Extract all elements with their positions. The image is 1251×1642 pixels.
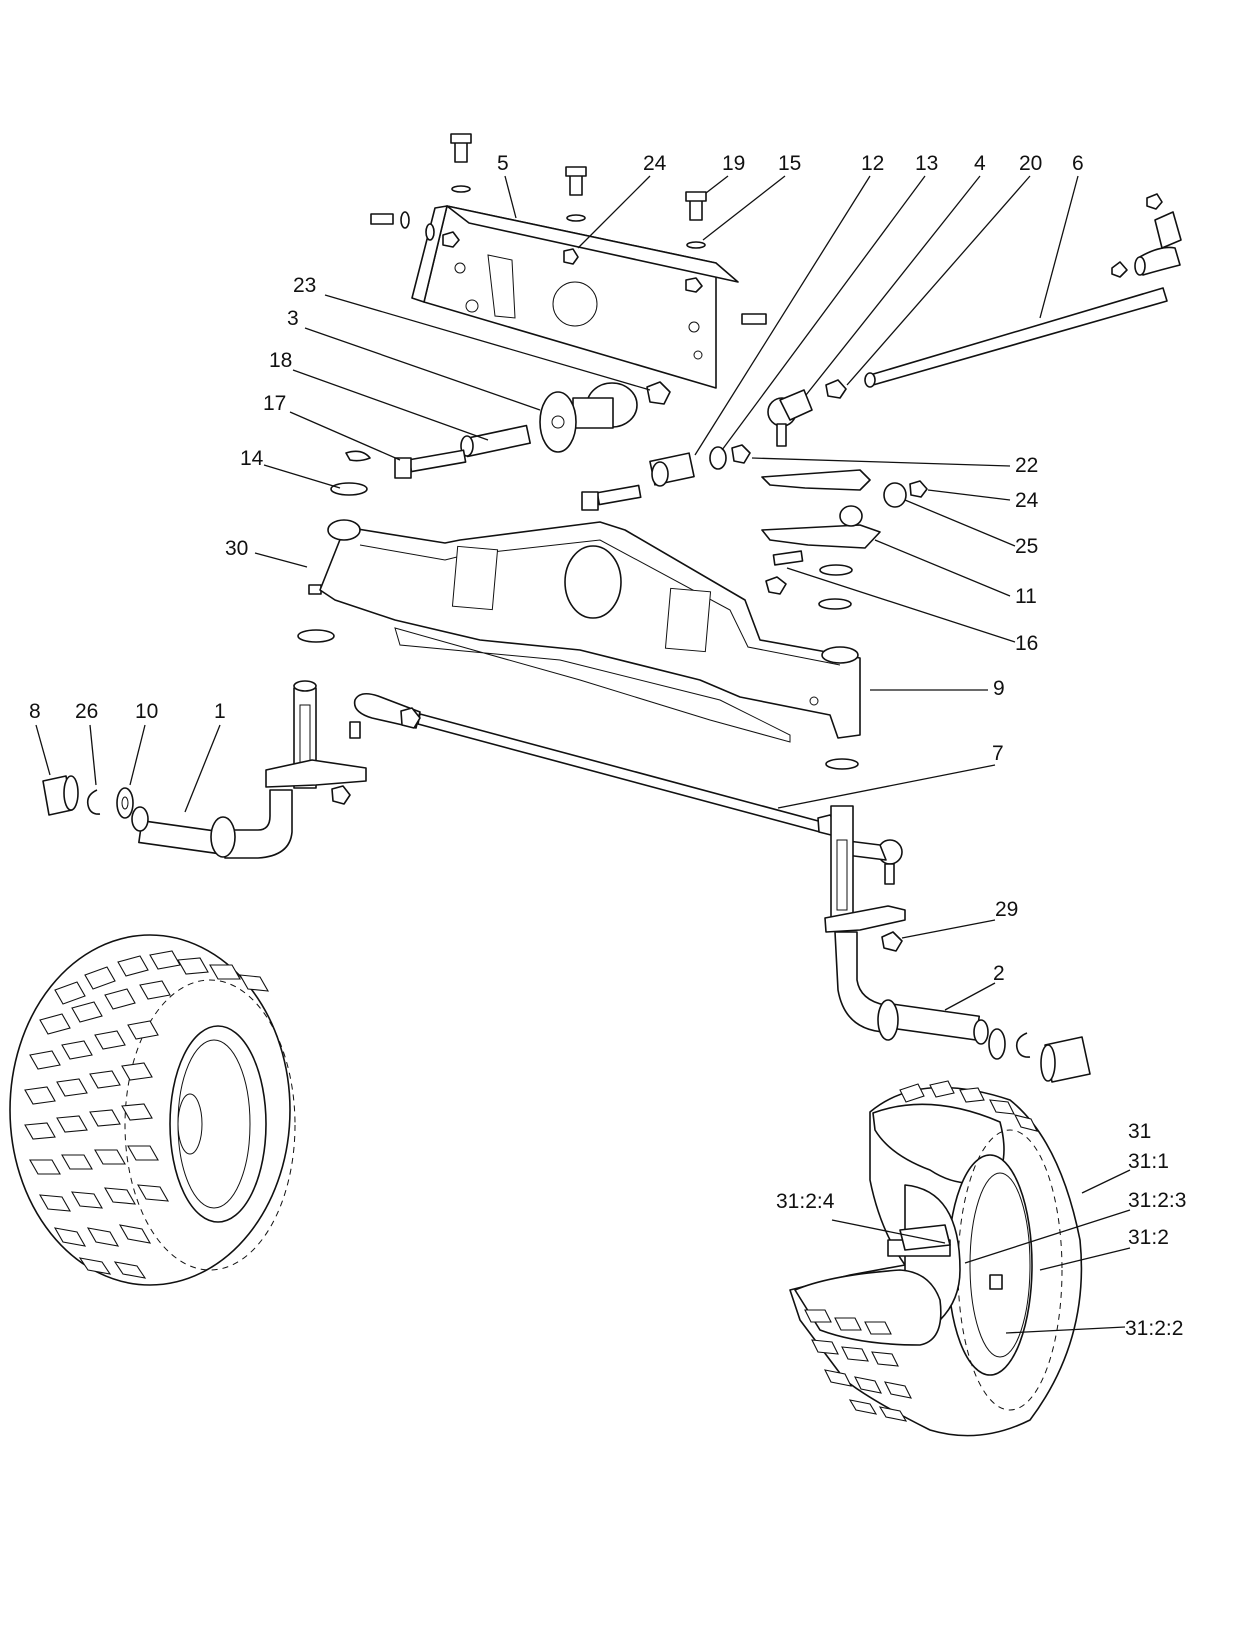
callout-6: 6 <box>1072 152 1084 175</box>
part-30-grease-fitting <box>308 584 322 595</box>
callout-11: 11 <box>1015 585 1037 608</box>
left-tire-tread <box>24 950 270 1279</box>
callout-31-2-2: 31:2:2 <box>1125 1317 1183 1340</box>
part-3-pivot-hub <box>539 382 638 453</box>
part-7-tie-rod <box>331 692 903 885</box>
part-10-washer-left <box>116 787 134 819</box>
callout-2: 2 <box>993 962 1005 985</box>
callout-16: 16 <box>1015 632 1038 655</box>
callout-5: 5 <box>497 152 509 175</box>
callout-1: 1 <box>214 700 226 723</box>
callout-8: 8 <box>29 700 41 723</box>
part-17-bolt <box>394 449 467 479</box>
part-24-nut-right <box>909 480 928 498</box>
callout-26: 26 <box>75 700 98 723</box>
callout-13: 13 <box>915 152 938 175</box>
callout-24: 24 <box>643 152 667 175</box>
part-9-front-axle <box>319 519 861 743</box>
part-11-steering-arm <box>761 469 881 549</box>
part-29-nut <box>881 931 903 952</box>
callout-9: 9 <box>993 677 1005 700</box>
callout-10: 10 <box>135 700 158 723</box>
part-6-drag-link <box>864 193 1182 388</box>
right-tire-tread <box>804 1080 1039 1422</box>
part-1-left-spindle <box>131 680 367 859</box>
leader-lines <box>35 175 1131 1334</box>
part-12-spacer <box>649 452 695 487</box>
part-16-bolt <box>765 550 804 595</box>
callout-22: 22 <box>1015 454 1038 477</box>
callout-31-2-4: 31:2:4 <box>776 1190 835 1213</box>
left-wheel-assembly <box>9 934 296 1286</box>
part-19-bolts <box>370 133 767 325</box>
callout-30: 30 <box>225 537 248 560</box>
callout-17: 17 <box>263 392 286 415</box>
part-23-nut <box>646 381 671 405</box>
callout-31-2: 31:2 <box>1128 1226 1169 1249</box>
part-14-washer <box>330 450 371 496</box>
part-8-bushing-left <box>42 775 79 816</box>
part-22-nut <box>731 444 751 464</box>
callout-18: 18 <box>269 349 292 372</box>
callout-24-right: 24 <box>1015 489 1039 512</box>
part-25-washer <box>839 482 907 527</box>
callout-20: 20 <box>1019 152 1042 175</box>
callout-31: 31 <box>1128 1120 1151 1143</box>
parts-right-washer-clip-bushing <box>988 1028 1091 1083</box>
part-4-ball-joint <box>767 389 813 447</box>
callout-12: 12 <box>861 152 884 175</box>
callout-4: 4 <box>974 152 986 175</box>
callout-31-2-3: 31:2:3 <box>1128 1189 1186 1212</box>
callout-31-1: 31:1 <box>1128 1150 1169 1173</box>
callout-19: 19 <box>722 152 745 175</box>
part-13-washer <box>709 446 727 470</box>
callout-3: 3 <box>287 307 299 330</box>
callout-7: 7 <box>992 742 1004 765</box>
part-2-right-spindle <box>824 805 989 1045</box>
part-24-nuts <box>442 231 703 293</box>
part-26-e-clip-left <box>86 789 101 815</box>
callout-29: 29 <box>995 898 1018 921</box>
part-5-mounting-bracket <box>411 205 739 389</box>
part-20-nut <box>825 379 847 399</box>
part-16-pivot-bolt <box>581 484 642 511</box>
callout-25: 25 <box>1015 535 1038 558</box>
part-18-spacer <box>460 424 531 458</box>
right-wheel-assembly <box>789 1080 1083 1437</box>
part-15-washers <box>400 185 706 249</box>
callout-labels: 5 24 19 15 12 13 4 20 6 23 3 18 17 14 22… <box>29 152 1186 1340</box>
axle-washers <box>297 564 859 770</box>
callout-14: 14 <box>240 447 264 470</box>
callout-23: 23 <box>293 274 316 297</box>
callout-15: 15 <box>778 152 801 175</box>
